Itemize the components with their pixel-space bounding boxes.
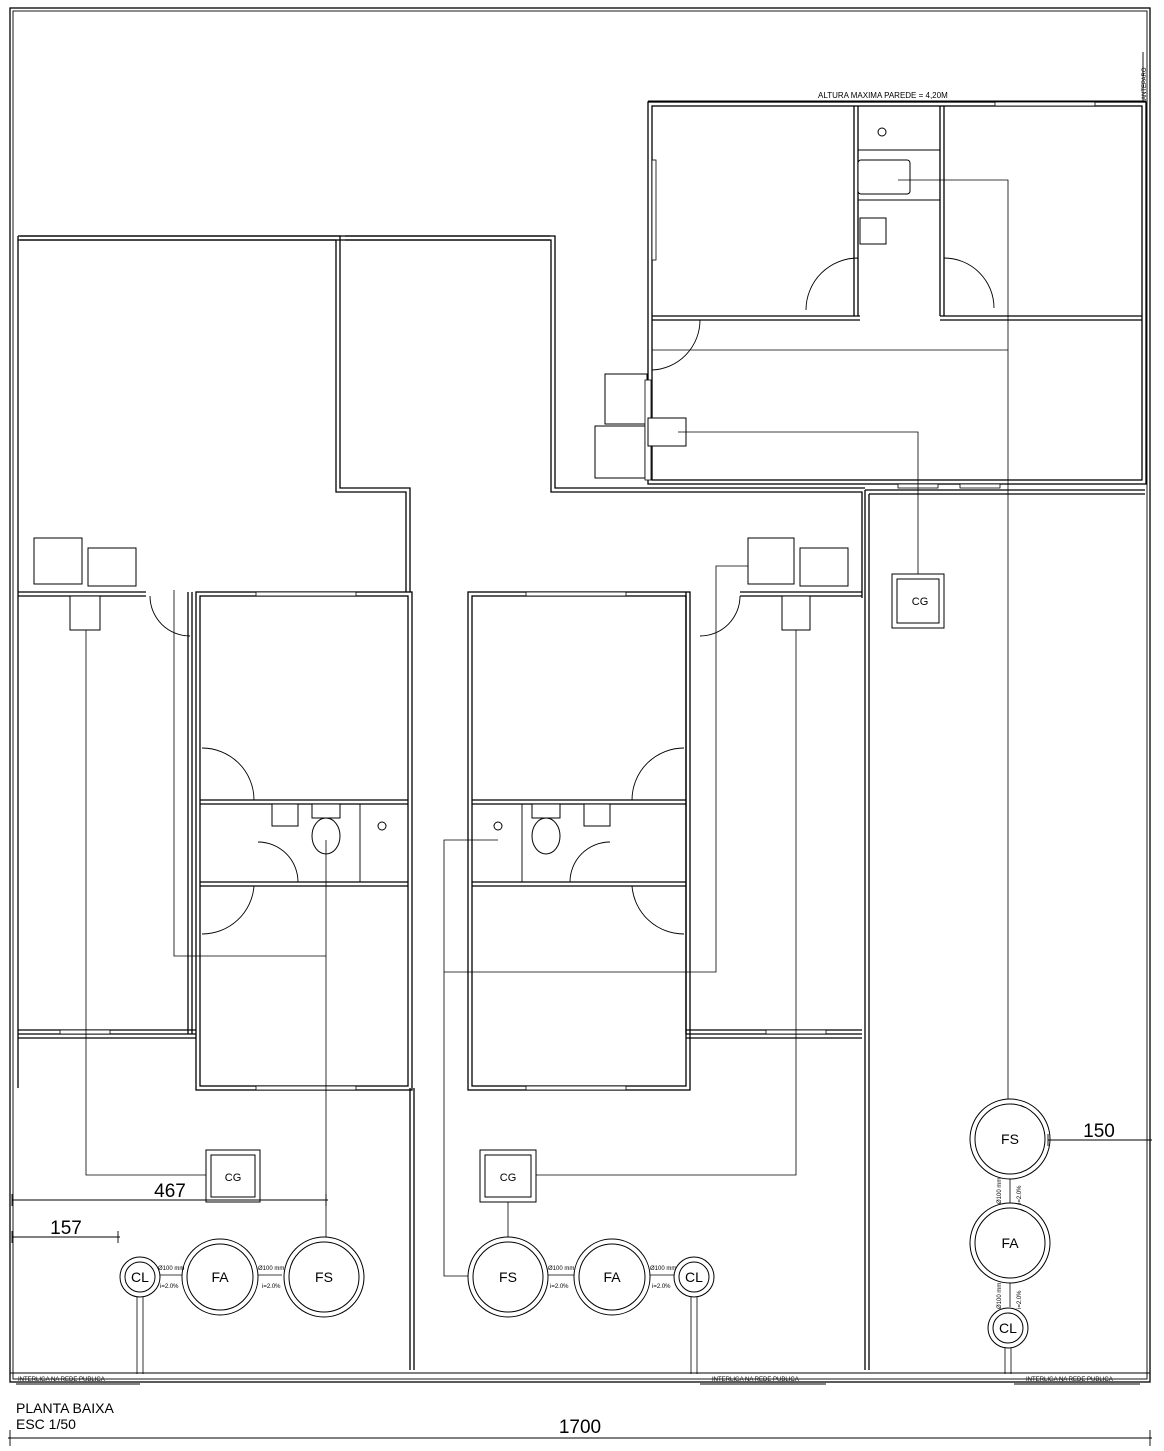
public-network-note-2: INTERLIGA NA REDE PUBLICA xyxy=(712,1377,799,1383)
dimension-150-label: 150 xyxy=(1083,1121,1115,1142)
cl-chamber-1: CL xyxy=(119,1256,161,1298)
pipe-diameter-label: Ø100 mm xyxy=(650,1266,676,1272)
pipe-slope-label: i=2.0% xyxy=(1017,1185,1023,1204)
lot-boundary xyxy=(9,7,1151,1383)
cg-box-1: CG xyxy=(205,1149,261,1203)
dimension-157-label: 157 xyxy=(50,1218,82,1239)
anteparo-label: ANTEPARO xyxy=(1142,67,1148,100)
fs-label: FS xyxy=(1001,1131,1019,1147)
dimension-157: 157 xyxy=(11,1218,120,1243)
cl-chamber-3: CL xyxy=(987,1307,1029,1349)
cl-label: CL xyxy=(685,1269,703,1285)
fa-chamber-2: FA xyxy=(573,1238,651,1316)
annex-building xyxy=(594,101,1147,489)
fs-label: FS xyxy=(315,1269,333,1285)
cg-label: CG xyxy=(500,1172,517,1184)
pipe-diameter-label: Ø100 mm xyxy=(258,1266,284,1272)
dimension-150: 150 xyxy=(1047,1121,1152,1146)
fs-chamber-2: FS xyxy=(467,1236,549,1318)
fa-label: FA xyxy=(211,1269,229,1285)
fs-chamber-1: FS xyxy=(283,1236,365,1318)
pipe-slope-label: i=2.0% xyxy=(550,1284,569,1290)
cl-label: CL xyxy=(131,1269,149,1285)
pipe-diameter-label: Ø100 mm xyxy=(997,1283,1003,1309)
plan-title: PLANTA BAIXA xyxy=(16,1400,114,1416)
dimension-total-label: 1700 xyxy=(559,1417,601,1438)
cl-label: CL xyxy=(999,1320,1017,1336)
pipe-diameter-label: Ø100 mm xyxy=(158,1266,184,1272)
fa-chamber-1: FA xyxy=(181,1238,259,1316)
fa-label: FA xyxy=(603,1269,621,1285)
dimension-467-label: 467 xyxy=(154,1181,186,1202)
pipe-diameter-label: Ø100 mm xyxy=(548,1266,574,1272)
pipe-network xyxy=(85,179,1012,1374)
cl-chamber-2: CL xyxy=(673,1256,715,1298)
public-network-note-1: INTERLIGA NA REDE PUBLICA xyxy=(18,1377,105,1383)
pipe-slope-label: i=2.0% xyxy=(1017,1290,1023,1309)
cg-box-2: CG xyxy=(479,1149,537,1203)
cg-label: CG xyxy=(912,596,929,608)
fa-chamber-3: FA xyxy=(969,1202,1051,1284)
fa-label: FA xyxy=(1001,1235,1019,1251)
cg-box-3: CG xyxy=(891,573,945,629)
dimension-total: 1700 xyxy=(8,1417,1152,1446)
site-divisions xyxy=(17,235,1145,1370)
fs-chamber-3: FS xyxy=(969,1098,1051,1180)
pipe-slope-label: i=2.0% xyxy=(652,1284,671,1290)
house-left xyxy=(18,537,413,1091)
pipe-slope-label: i=2.0% xyxy=(160,1284,179,1290)
max-wall-height-note: ALTURA MAXIMA PAREDE = 4,20M xyxy=(818,91,948,100)
fs-label: FS xyxy=(499,1269,517,1285)
pipe-slope-label: i=2.0% xyxy=(262,1284,281,1290)
pipe-diameter-label: Ø100 mm xyxy=(997,1178,1003,1204)
house-middle xyxy=(467,537,862,1091)
public-network-note-3: INTERLIGA NA REDE PUBLICA xyxy=(1026,1377,1113,1383)
dimension-467: 467 xyxy=(11,1181,328,1206)
plan-scale: ESC 1/50 xyxy=(16,1416,76,1432)
cg-label: CG xyxy=(225,1172,242,1184)
